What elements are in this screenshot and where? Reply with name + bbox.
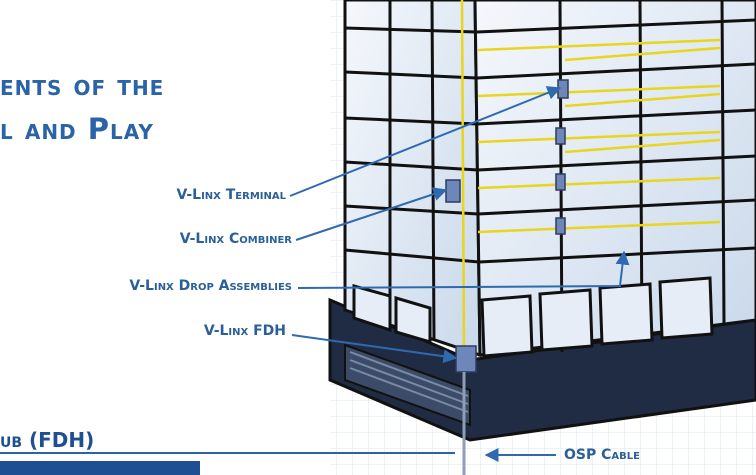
fiber-runs (460, 0, 721, 353)
fdh-box (455, 345, 477, 373)
label-vlinx-terminal: V-Linx Terminal (176, 187, 286, 203)
title-line-1: ents of the (0, 68, 165, 102)
building-right-face (473, 0, 756, 357)
storefront (352, 276, 714, 358)
left-face-windows (344, 0, 480, 341)
leader-combiner (295, 187, 448, 241)
footer-bar (0, 461, 200, 475)
plinth-stairs (344, 343, 471, 427)
label-vlinx-combiner: V-Linx Combiner (179, 231, 292, 247)
label-osp-cable: OSP Cable (564, 447, 640, 463)
combiner-box (445, 179, 461, 203)
label-vlinx-fdh: V-Linx FDH (203, 323, 286, 339)
leader-terminal (289, 86, 562, 197)
title-line-2: l and Play (0, 112, 154, 146)
leader-lines (289, 86, 630, 462)
footer-heading: ub (FDH) (0, 428, 95, 452)
footer-rule (0, 452, 455, 454)
leader-fdh (291, 334, 458, 364)
leader-drop (297, 250, 630, 289)
terminal-boxes (445, 79, 569, 373)
label-vlinx-drop-assemblies: V-Linx Drop Assemblies (129, 278, 292, 294)
